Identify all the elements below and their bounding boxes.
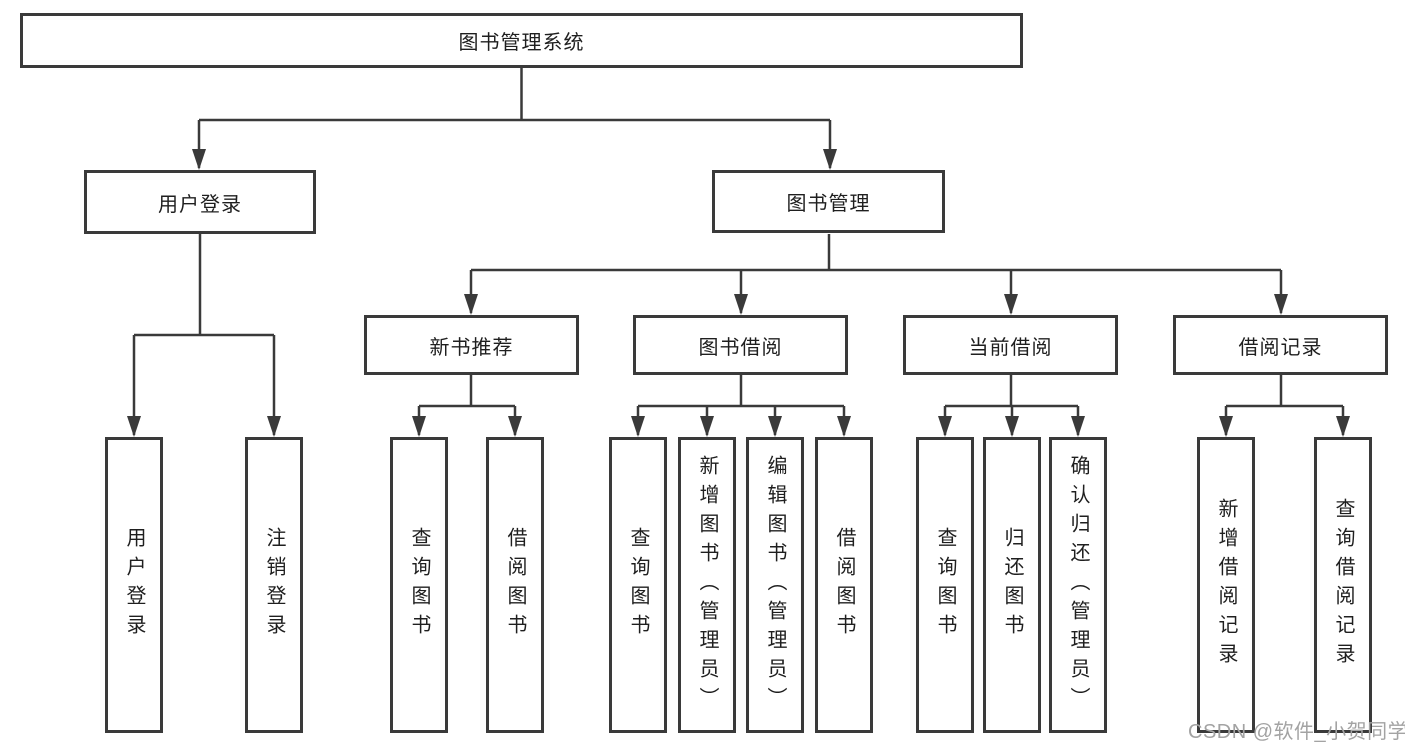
leaf-borrow-books-recommend-label: 借阅图书 (504, 527, 526, 643)
leaf-add-borrow-record-label: 新增借阅记录 (1215, 498, 1237, 672)
leaf-query-books-current: 查询图书 (916, 437, 974, 733)
leaf-query-borrow-record: 查询借阅记录 (1314, 437, 1372, 733)
leaf-logout-label: 注销登录 (263, 527, 285, 643)
leaf-query-books-recommend: 查询图书 (390, 437, 448, 733)
leaf-user-login: 用户登录 (105, 437, 163, 733)
leaf-logout: 注销登录 (245, 437, 303, 733)
leaf-borrow-books-recommend: 借阅图书 (486, 437, 544, 733)
node-library-management-system: 图书管理系统 (20, 13, 1023, 68)
node-book-borrowing: 图书借阅 (633, 315, 848, 375)
leaf-borrow-books-borrowing-label: 借阅图书 (833, 527, 855, 643)
leaf-add-books-admin-label: 新增图书（管理员） (696, 454, 718, 716)
leaf-edit-books-admin-label: 编辑图书（管理员） (764, 454, 786, 716)
leaf-query-books-borrowing-label: 查询图书 (627, 527, 649, 643)
node-current-borrowing: 当前借阅 (903, 315, 1118, 375)
leaf-query-books-borrowing: 查询图书 (609, 437, 667, 733)
leaf-query-books-current-label: 查询图书 (934, 527, 956, 643)
node-book-management: 图书管理 (712, 170, 945, 233)
leaf-add-borrow-record: 新增借阅记录 (1197, 437, 1255, 733)
leaf-return-books: 归还图书 (983, 437, 1041, 733)
leaf-query-borrow-record-label: 查询借阅记录 (1332, 498, 1354, 672)
leaf-add-books-admin: 新增图书（管理员） (678, 437, 736, 733)
leaf-edit-books-admin: 编辑图书（管理员） (746, 437, 804, 733)
leaf-user-login-label: 用户登录 (123, 527, 145, 643)
csdn-watermark: CSDN @软件_小贺同学 (1188, 721, 1405, 743)
node-borrowing-records: 借阅记录 (1173, 315, 1388, 375)
leaf-query-books-recommend-label: 查询图书 (408, 527, 430, 643)
leaf-borrow-books-borrowing: 借阅图书 (815, 437, 873, 733)
node-new-book-recommendation: 新书推荐 (364, 315, 579, 375)
leaf-confirm-return-admin-label: 确认归还（管理员） (1067, 454, 1089, 716)
leaf-return-books-label: 归还图书 (1001, 527, 1023, 643)
leaf-confirm-return-admin: 确认归还（管理员） (1049, 437, 1107, 733)
node-user-login: 用户登录 (84, 170, 316, 234)
